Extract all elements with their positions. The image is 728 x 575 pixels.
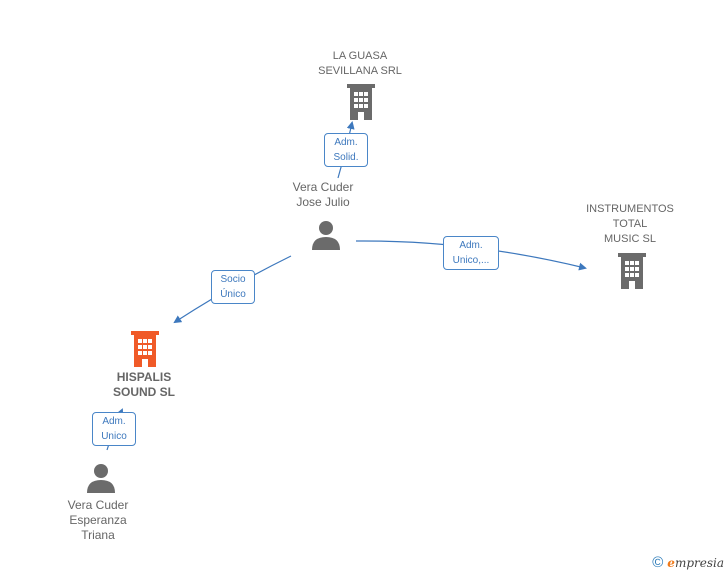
person-label-vera-esperanza: Vera Cuder Esperanza Triana xyxy=(38,498,158,543)
company-label-instrumentos: INSTRUMENTOS TOTAL MUSIC SL xyxy=(570,202,690,247)
label-line: Jose Julio xyxy=(296,195,350,209)
label-line: Único xyxy=(220,289,246,300)
label-line: MUSIC SL xyxy=(604,233,656,245)
edge-label-adm-unico-instrumentos[interactable]: Adm. Unico,... xyxy=(443,236,499,270)
building-highlight-icon[interactable] xyxy=(129,331,161,367)
label-line: TOTAL xyxy=(612,218,648,230)
label-line: LA GUASA xyxy=(332,50,388,62)
footer-brand: © empresia xyxy=(652,554,724,571)
label-line: Unico xyxy=(101,431,127,442)
label-line: Vera Cuder xyxy=(67,498,129,512)
person-icon[interactable] xyxy=(86,463,116,493)
building-icon[interactable] xyxy=(345,84,377,120)
company-label-hispalis: HISPALIS SOUND SL xyxy=(84,370,204,400)
brand-logo[interactable]: empresia xyxy=(667,556,724,570)
label-line: Vera Cuder xyxy=(292,180,354,194)
label-line: Adm. xyxy=(102,416,126,427)
brand-name: mpresia xyxy=(674,555,724,570)
label-line: Solid. xyxy=(333,152,359,163)
label-line: Triana xyxy=(81,528,115,542)
brand-initial: e xyxy=(667,555,675,570)
label-line: Unico,... xyxy=(452,255,490,266)
person-icon[interactable] xyxy=(311,220,341,250)
label-line: HISPALIS xyxy=(116,370,172,384)
label-line: Esperanza xyxy=(69,513,127,527)
edge-label-adm-solid[interactable]: Adm. Solid. xyxy=(324,133,368,167)
label-line: SOUND SL xyxy=(112,385,175,399)
label-line: Adm. xyxy=(459,240,483,251)
company-label-la-guasa: LA GUASA SEVILLANA SRL xyxy=(300,49,420,79)
edge-label-socio-unico[interactable]: Socio Único xyxy=(211,270,255,304)
building-icon[interactable] xyxy=(616,253,648,289)
copyright-icon: © xyxy=(652,554,664,571)
label-line: SEVILLANA SRL xyxy=(318,65,402,77)
label-line: INSTRUMENTOS xyxy=(586,203,674,215)
label-line: Socio xyxy=(220,274,246,285)
edge-label-adm-unico-hispalis[interactable]: Adm. Unico xyxy=(92,412,136,446)
label-line: Adm. xyxy=(334,137,358,148)
person-label-vera-jose: Vera Cuder Jose Julio xyxy=(263,180,383,210)
